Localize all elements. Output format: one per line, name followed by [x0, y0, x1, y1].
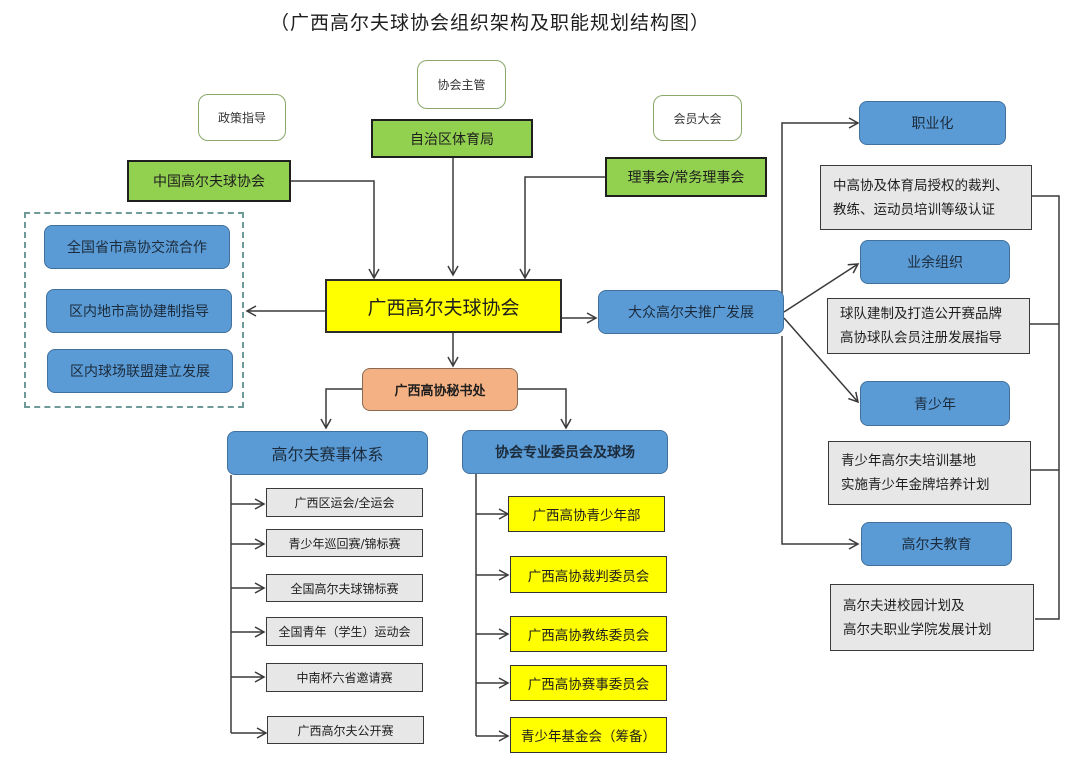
desc-line: 高尔夫进校园计划及	[843, 597, 965, 614]
committee-item[interactable]: 广西高协赛事委员会	[510, 665, 667, 701]
node-china-golf-association[interactable]: 中国高尔夫球协会	[127, 160, 291, 202]
committee-item[interactable]: 广西高协裁判委员会	[510, 556, 667, 593]
node-committees-header[interactable]: 协会专业委员会及球场	[462, 430, 668, 474]
desc-professional: 中高协及体育局授权的裁判、 教练、运动员培训等级认证	[820, 165, 1032, 230]
callout-policy: 政策指导	[198, 94, 286, 141]
left-item-1[interactable]: 全国省市高协交流合作	[44, 225, 230, 269]
node-public-promotion[interactable]: 大众高尔夫推广发展	[598, 290, 784, 334]
event-item[interactable]: 广西区运会/全运会	[266, 488, 423, 517]
event-item[interactable]: 青少年巡回赛/锦标赛	[266, 529, 423, 557]
node-secretariat[interactable]: 广西高协秘书处	[362, 368, 518, 411]
desc-amateur: 球队建制及打造公开赛品牌 高协球队会员注册发展指导	[827, 298, 1030, 354]
committee-item[interactable]: 青少年基金会（筹备）	[510, 717, 667, 753]
callout-supervisor: 协会主管	[417, 60, 506, 109]
desc-youth: 青少年高尔夫培训基地 实施青少年金牌培养计划	[828, 441, 1031, 505]
committee-item[interactable]: 广西高协教练委员会	[510, 616, 667, 652]
category-professional[interactable]: 职业化	[859, 101, 1006, 145]
left-item-3[interactable]: 区内球场联盟建立发展	[47, 349, 233, 393]
committee-item[interactable]: 广西高协青少年部	[508, 496, 665, 532]
page-title: （广西高尔夫球协会组织架构及职能规划结构图）	[269, 11, 710, 34]
category-education[interactable]: 高尔夫教育	[861, 522, 1012, 566]
node-sports-bureau[interactable]: 自治区体育局	[371, 119, 533, 158]
desc-line: 教练、运动员培训等级认证	[833, 201, 995, 218]
desc-line: 高协球队会员注册发展指导	[840, 330, 1002, 346]
category-youth[interactable]: 青少年	[860, 381, 1010, 426]
node-guangxi-golf-association[interactable]: 广西高尔夫球协会	[325, 279, 562, 333]
node-council[interactable]: 理事会/常务理事会	[605, 157, 767, 197]
event-item[interactable]: 全国青年（学生）运动会	[266, 617, 423, 646]
desc-line: 实施青少年金牌培养计划	[841, 477, 990, 493]
event-item[interactable]: 广西高尔夫公开赛	[267, 716, 424, 744]
left-item-2[interactable]: 区内地市高协建制指导	[46, 289, 232, 333]
desc-line: 青少年高尔夫培训基地	[841, 453, 976, 469]
desc-line: 中高协及体育局授权的裁判、	[833, 177, 1009, 194]
event-item[interactable]: 中南杯六省邀请赛	[266, 663, 423, 692]
callout-members: 会员大会	[653, 95, 742, 141]
category-amateur[interactable]: 业余组织	[860, 240, 1010, 284]
desc-line: 球队建制及打造公开赛品牌	[840, 306, 1002, 322]
node-events-header[interactable]: 高尔夫赛事体系	[227, 431, 428, 475]
event-item[interactable]: 全国高尔夫球锦标赛	[266, 574, 423, 602]
desc-line: 高尔夫职业学院发展计划	[843, 621, 992, 638]
left-group-container	[24, 212, 244, 408]
desc-education: 高尔夫进校园计划及 高尔夫职业学院发展计划	[830, 584, 1034, 651]
